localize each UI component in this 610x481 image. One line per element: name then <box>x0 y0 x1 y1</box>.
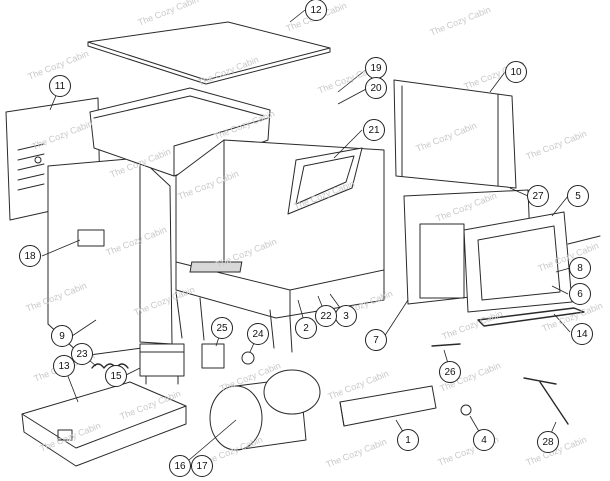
callout-25[interactable]: 25 <box>211 317 233 339</box>
callout-8[interactable]: 8 <box>569 257 591 279</box>
pin <box>431 343 461 347</box>
door-gasket <box>477 307 585 327</box>
knob <box>460 404 472 416</box>
combustion-blower <box>209 369 321 451</box>
callout-22[interactable]: 22 <box>315 305 337 327</box>
callout-18[interactable]: 18 <box>19 245 41 267</box>
callout-5[interactable]: 5 <box>567 185 589 207</box>
bushing <box>241 351 255 365</box>
callout-7[interactable]: 7 <box>365 329 387 351</box>
callout-24[interactable]: 24 <box>247 323 269 345</box>
callout-20[interactable]: 20 <box>365 77 387 99</box>
callout-27[interactable]: 27 <box>527 185 549 207</box>
callout-21[interactable]: 21 <box>363 119 385 141</box>
callout-26[interactable]: 26 <box>439 361 461 383</box>
ash-drawer <box>339 385 437 427</box>
auger-motor <box>139 343 185 385</box>
cleaning-tool <box>523 377 569 425</box>
auger-spring <box>91 363 129 369</box>
callout-17[interactable]: 17 <box>191 455 213 477</box>
callout-28[interactable]: 28 <box>537 431 559 453</box>
top-lid <box>87 21 331 85</box>
callout-4[interactable]: 4 <box>473 429 495 451</box>
callout-19[interactable]: 19 <box>365 57 387 79</box>
callout-23[interactable]: 23 <box>71 343 93 365</box>
callout-14[interactable]: 14 <box>571 323 593 345</box>
mount-plate <box>201 343 225 369</box>
callout-9[interactable]: 9 <box>51 325 73 347</box>
front-frame <box>393 79 517 189</box>
callout-16[interactable]: 16 <box>169 455 191 477</box>
callout-2[interactable]: 2 <box>295 317 317 339</box>
callout-12[interactable]: 12 <box>305 0 327 21</box>
callout-6[interactable]: 6 <box>569 283 591 305</box>
callout-15[interactable]: 15 <box>105 365 127 387</box>
bottom-tray <box>21 381 187 467</box>
callout-1[interactable]: 1 <box>397 429 419 451</box>
callout-3[interactable]: 3 <box>335 305 357 327</box>
side-panel <box>47 157 173 357</box>
callout-10[interactable]: 10 <box>505 61 527 83</box>
callout-11[interactable]: 11 <box>49 75 71 97</box>
callout-13[interactable]: 13 <box>53 355 75 377</box>
